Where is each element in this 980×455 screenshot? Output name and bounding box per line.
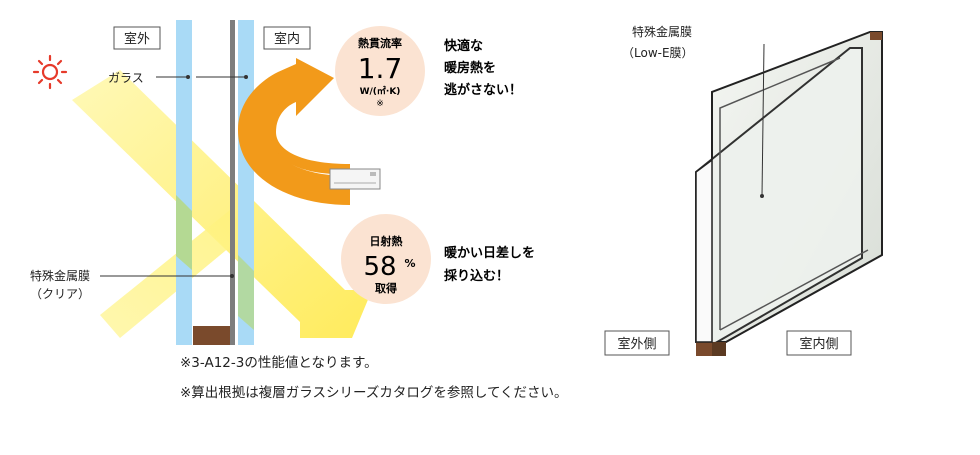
coating-leader-dot — [230, 274, 234, 278]
heat-return-arrow — [238, 58, 350, 205]
low-e-leader-line — [761, 43, 765, 197]
indoor-side-label-box — [786, 330, 852, 356]
solar-heat-unit: % — [404, 257, 415, 270]
glass-leader-dot — [244, 75, 248, 79]
solar-caption-line1: 暖かい日差しを — [444, 245, 535, 261]
beam-glass-overlap-inner — [238, 255, 254, 330]
indoor-label-box — [263, 26, 311, 50]
coating-label-line1: 特殊金属膜 — [30, 268, 90, 283]
heat-caption-line1: 快適な — [444, 38, 483, 54]
beam-glass-overlap — [176, 195, 192, 270]
sun-icon — [32, 54, 68, 90]
metal-coating-line — [230, 20, 235, 345]
heat-caption-line3: 逃がさない！ — [444, 82, 522, 98]
indoor-label: 室内 — [274, 31, 300, 47]
solar-heat-bubble: 日射熱 58 % 取得 — [341, 214, 431, 304]
outer-glass-pane — [176, 20, 192, 345]
glass-label: ガラス — [108, 71, 144, 85]
spacer-block — [193, 326, 230, 345]
outdoor-label: 室外 — [124, 31, 150, 47]
indoor-side-label: 室内側 — [799, 336, 838, 352]
outdoor-label-box — [113, 26, 161, 50]
solar-heat-subtitle: 取得 — [375, 281, 397, 295]
low-e-leader-dot — [760, 194, 764, 198]
air-conditioner-icon — [329, 168, 381, 190]
coating-label-line2: （クリア） — [30, 287, 90, 301]
sunlight-beam — [72, 70, 372, 338]
double-glazing-unit — [695, 31, 883, 356]
solar-caption-line2: 採り込む！ — [444, 268, 509, 284]
heat-caption-line2: 暖房熱を — [444, 60, 496, 76]
low-e-label-line1: 特殊金属膜 — [632, 24, 692, 39]
solar-heat-title: 日射熱 — [370, 234, 403, 248]
heat-transfer-bubble: 熱貫流率 1.7 W/(㎡·K) ※ — [335, 26, 425, 116]
outdoor-side-label-box — [604, 330, 670, 356]
reflected-light-beam — [100, 210, 248, 338]
footnote-1: ※3-A12-3の性能値となります。 — [180, 355, 378, 371]
footnote-2: ※算出根拠は複層ガラスシリーズカタログを参照してください。 — [180, 384, 568, 401]
solar-heat-value: 58 — [363, 252, 396, 282]
low-e-label-line2: （Low-E膜） — [622, 46, 694, 60]
outdoor-side-label: 室外側 — [617, 336, 656, 352]
heat-transfer-mark: ※ — [376, 99, 384, 109]
glass-leader-dot — [186, 75, 190, 79]
heat-transfer-title: 熱貫流率 — [358, 36, 402, 50]
heat-transfer-unit: W/(㎡·K) — [360, 85, 401, 97]
heat-transfer-value: 1.7 — [358, 52, 403, 85]
